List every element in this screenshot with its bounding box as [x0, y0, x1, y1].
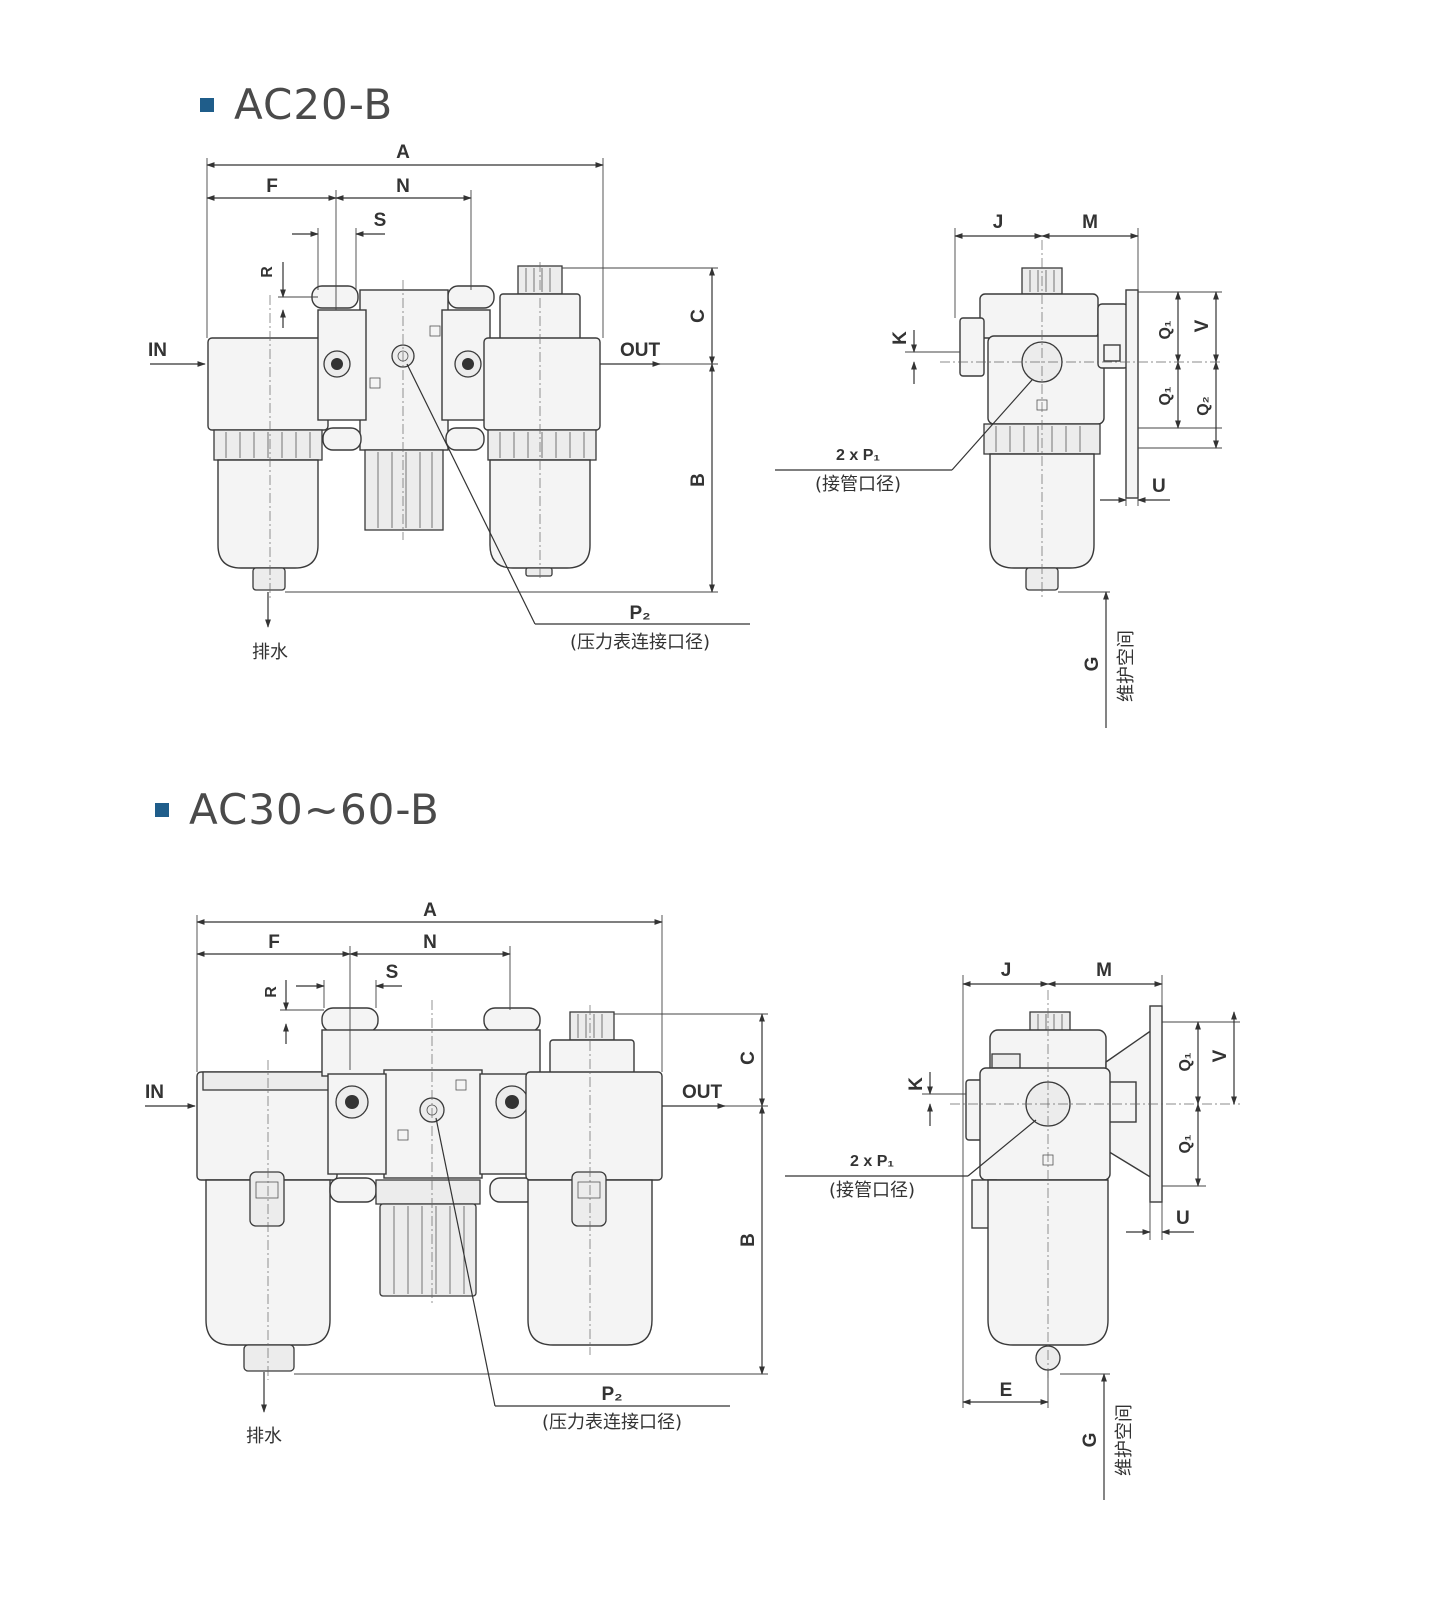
p2-description: (压力表连接口径)	[570, 632, 710, 653]
dim-label-g: G	[1082, 657, 1103, 672]
dim-label-e: E	[1000, 1380, 1013, 1401]
section-title-text: AC30~60-B	[189, 785, 440, 834]
dim-label-a: A	[423, 900, 437, 921]
ac20-side-dimensions: J M K Q₁ V Q₁ Q₂ U 2 x P₁ (接管口径) G 维护空间	[775, 212, 1222, 728]
title-bullet-icon	[200, 97, 214, 112]
p1-label: 2 x P₁	[836, 447, 880, 464]
dim-label-q1-upper: Q₁	[1157, 320, 1174, 339]
title-bullet-icon	[155, 802, 169, 817]
dim-label-s: S	[374, 210, 387, 231]
drain-label: 排水	[252, 642, 288, 663]
dim-label-f: F	[266, 176, 278, 197]
dim-label-u: U	[1176, 1208, 1190, 1229]
section-title-ac20: AC20-B	[200, 80, 393, 129]
maintenance-space-label: 维护空间	[1114, 1404, 1135, 1476]
dim-label-c: C	[688, 309, 709, 323]
drain-label: 排水	[246, 1426, 282, 1447]
dim-label-s: S	[386, 962, 399, 983]
p1-label: 2 x P₁	[850, 1153, 894, 1170]
dim-label-r: R	[263, 986, 280, 998]
dim-label-b: B	[738, 1233, 759, 1247]
out-label: OUT	[682, 1082, 723, 1103]
ac20-front-dimensions: A F N S R C B IN OUT P₂ (压力表连接口径) 排水	[148, 142, 750, 663]
dim-label-n: N	[396, 176, 410, 197]
dim-label-v: V	[1192, 319, 1213, 332]
dim-label-q1-lower: Q₁	[1157, 386, 1174, 405]
p1-description: (接管口径)	[815, 474, 901, 495]
dim-label-u: U	[1152, 476, 1166, 497]
p2-label: P₂	[629, 603, 650, 624]
dim-label-g: G	[1080, 1433, 1101, 1448]
dim-label-f: F	[268, 932, 280, 953]
dim-label-q1-lower: Q₁	[1177, 1134, 1194, 1153]
dim-label-c: C	[738, 1051, 759, 1065]
in-label: IN	[145, 1082, 164, 1103]
p2-description: (压力表连接口径)	[542, 1412, 682, 1433]
ac20-front-view	[207, 262, 601, 600]
dim-label-v: V	[1210, 1049, 1231, 1062]
dim-label-j: J	[1001, 960, 1012, 981]
p1-description: (接管口径)	[829, 1180, 915, 1201]
section-title-text: AC20-B	[234, 80, 394, 129]
dim-label-k: K	[906, 1077, 927, 1091]
ac30-60-front-view	[196, 1000, 663, 1380]
dim-label-m: M	[1082, 212, 1098, 233]
ac30-60-side-view	[950, 990, 1240, 1380]
dim-label-n: N	[423, 932, 437, 953]
ac20-side-view	[940, 240, 1220, 600]
dim-label-j: J	[993, 212, 1004, 233]
dim-label-m: M	[1096, 960, 1112, 981]
maintenance-space-label: 维护空间	[1116, 630, 1137, 702]
dim-label-q1-upper: Q₁	[1177, 1052, 1194, 1071]
dim-label-b: B	[688, 473, 709, 487]
dim-label-a: A	[396, 142, 410, 163]
ac30-60-front-dimensions: A F N S R C B IN OUT P₂ (压力表连接口径) 排水	[145, 900, 768, 1447]
ac30-60-side-dimensions: J M K Q₁ V Q₁ U 2 x P₁ (接管口径) E G 维护空间	[785, 960, 1240, 1500]
section-title-ac30-60: AC30~60-B	[155, 785, 440, 834]
dim-label-k: K	[890, 331, 911, 345]
p2-label: P₂	[601, 1384, 622, 1405]
dim-label-q2: Q₂	[1195, 396, 1212, 416]
dim-label-r: R	[259, 266, 276, 278]
in-label: IN	[148, 340, 167, 361]
out-label: OUT	[620, 340, 661, 361]
